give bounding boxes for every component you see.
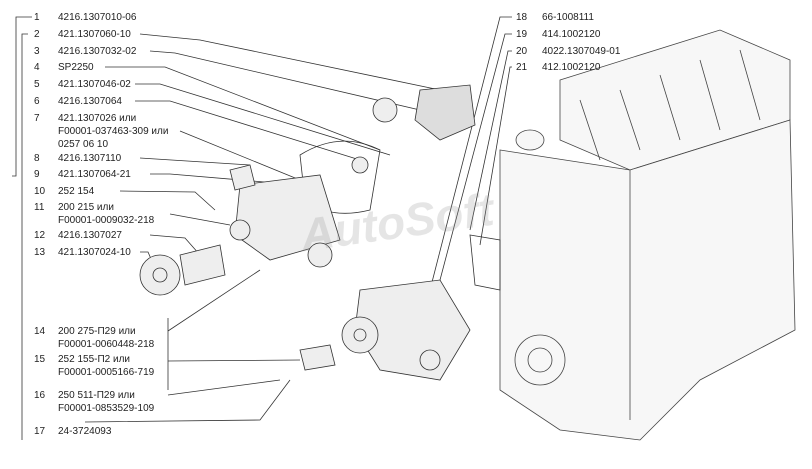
callout-number: 1 xyxy=(34,12,40,23)
part-number-label: 200 275-П29 или xyxy=(58,326,136,337)
water-pump-assembled xyxy=(299,279,471,381)
part-number-label: 4216.1307032-02 xyxy=(58,46,137,57)
callout-number: 16 xyxy=(34,390,46,401)
bracket-assembly-1 xyxy=(12,16,32,177)
callout-number: 6 xyxy=(34,96,40,107)
part-number-label: 66-1008111 xyxy=(542,12,594,23)
callout-number: 20 xyxy=(516,46,528,57)
callout-number: 4 xyxy=(34,62,40,73)
callout-number: 19 xyxy=(516,29,528,40)
part-number-label: F00001-0060448-218 xyxy=(58,339,155,350)
gasket-2 xyxy=(414,84,476,141)
callout-number: 18 xyxy=(516,12,528,23)
part-number-label: 4216.1307027 xyxy=(58,230,122,241)
part-number-label: 414.1002120 xyxy=(542,29,601,40)
part-number-label: 200 215 или xyxy=(58,202,114,213)
callout-number: 3 xyxy=(34,46,40,57)
part-number-label: 4216.1307010-06 xyxy=(58,12,137,23)
part-number-label: 421.1307064-21 xyxy=(58,169,131,180)
callout-number: 10 xyxy=(34,186,46,197)
callout-number: 7 xyxy=(34,113,40,124)
water-pump-exploded xyxy=(139,97,398,296)
part-number-label: 250 511-П29 или xyxy=(58,390,135,401)
part-number-label: 0257 06 10 xyxy=(58,139,109,150)
engine-block xyxy=(499,29,796,441)
callout-number: 13 xyxy=(34,247,46,258)
part-number-label: F00001-0005166-719 xyxy=(58,367,155,378)
part-number-label: 421.1307046-02 xyxy=(58,79,131,90)
callout-number: 12 xyxy=(34,230,46,241)
callout-number: 15 xyxy=(34,354,46,365)
callout-number: 2 xyxy=(34,29,40,40)
part-number-label: 252 155-П2 или xyxy=(58,354,131,365)
part-number-label: 412.1002120 xyxy=(542,62,601,73)
part-number-label: F00001-0853529-109 xyxy=(58,403,155,414)
part-number-label: 4216.1307064 xyxy=(58,96,122,107)
part-number-label: SP2250 xyxy=(58,62,94,73)
callout-number: 8 xyxy=(34,153,40,164)
callout-number: 9 xyxy=(34,169,40,180)
callout-number: 5 xyxy=(34,79,40,90)
gasket-20 xyxy=(469,234,501,291)
part-number-label: 4022.1307049-01 xyxy=(542,46,621,57)
part-number-label: F00001-0009032-218 xyxy=(58,215,155,226)
part-number-label: 24-3724093 xyxy=(58,426,112,437)
callout-number: 11 xyxy=(34,202,45,213)
bracket-assembly-kit xyxy=(21,33,28,440)
callout-number: 14 xyxy=(34,326,46,337)
part-number-label: 4216.1307110 xyxy=(58,153,122,164)
part-number-label: F00001-037463-309 или xyxy=(58,126,169,137)
callout-number: 17 xyxy=(34,426,46,437)
part-number-label: 252 154 xyxy=(58,186,95,197)
part-number-label: 421.1307024-10 xyxy=(58,247,131,258)
part-number-label: 421.1307060-10 xyxy=(58,29,131,40)
callout-number: 21 xyxy=(516,62,528,73)
part-number-label: 421.1307026 или xyxy=(58,113,137,124)
